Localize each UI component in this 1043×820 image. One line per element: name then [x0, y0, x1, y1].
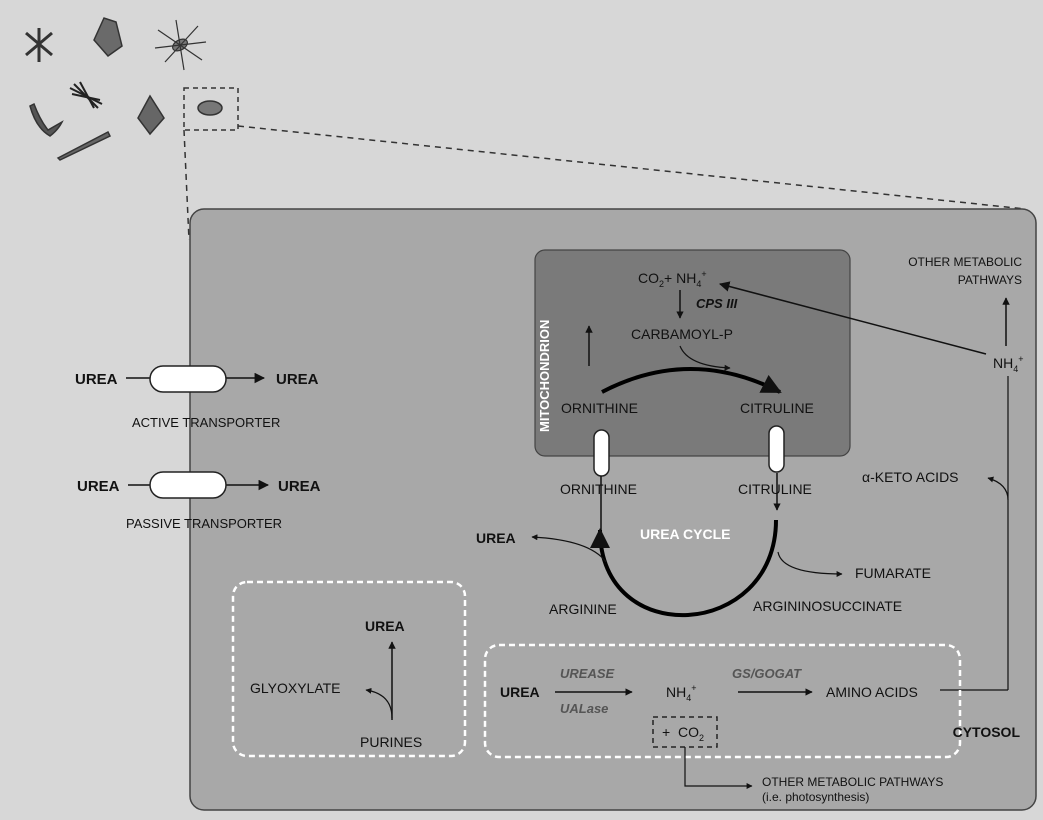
nh4-to-cps-arrow: [718, 281, 987, 355]
spiky-diatom-icon: [154, 19, 207, 71]
urease-nh4: NH4+: [666, 683, 697, 703]
passive-transporter: UREA UREA PASSIVE TRANSPORTER: [77, 471, 321, 531]
ualase-enzyme: UALase: [560, 701, 608, 716]
arginine-to-urea-arrow: [531, 534, 607, 563]
passive-transporter-label: PASSIVE TRANSPORTER: [126, 516, 282, 531]
cyto-ornithine: ORNITHINE: [560, 481, 637, 497]
cytosol-label: CYTOSOL: [953, 724, 1021, 740]
photosynthesis-pathways: OTHER METABOLIC PATHWAYS: [762, 775, 943, 789]
photosynthesis-note: (i.e. photosynthesis): [762, 790, 869, 804]
diamond-dinoflagellate-icon: [137, 94, 165, 136]
zoom-line-left: [183, 129, 190, 241]
active-transporter-channel: [149, 365, 227, 393]
urea-cycle-title: UREA CYCLE: [640, 526, 731, 542]
urea-cycle-arc: [590, 519, 778, 618]
carbamoyl-to-citruline-arrow: [679, 345, 731, 371]
mito-citruline: CITRULINE: [740, 400, 814, 416]
urease-pathway-box: [483, 643, 962, 759]
urease-enzyme: UREASE: [560, 666, 615, 681]
arginine: ARGININE: [549, 601, 617, 617]
glyoxylate: GLYOXYLATE: [250, 680, 341, 696]
purine-degradation-box: [231, 580, 467, 758]
amino-acids: AMINO ACIDS: [826, 684, 918, 700]
citruline-transporter: [768, 425, 785, 473]
passive-urea-in: UREA: [77, 478, 120, 495]
active-transporter: UREA UREA ACTIVE TRANSPORTER: [75, 365, 319, 430]
gs-gogat-enzyme: GS/GOGAT: [732, 666, 802, 681]
ornithine-to-citruline-arc: [601, 367, 782, 394]
mitochondrion-label: MITOCHONDRION: [537, 320, 552, 432]
active-urea-in: UREA: [75, 371, 118, 388]
mito-co2-nh4: CO2+ NH4+: [638, 269, 707, 289]
co2-to-other-pathways-arrow: [684, 747, 753, 789]
fumarate: FUMARATE: [855, 565, 931, 581]
carbamoyl-p: CARBAMOYL-P: [631, 326, 733, 342]
right-nh4: NH4+: [993, 354, 1024, 374]
fumarate-arrow: [777, 551, 843, 577]
other-pathways-line2: PATHWAYS: [958, 273, 1022, 287]
argininosuccinate: ARGININOSUCCINATE: [753, 598, 902, 614]
mito-ornithine: ORNITHINE: [561, 400, 638, 416]
cps-iii-enzyme: CPS III: [696, 296, 738, 311]
urease-urea: UREA: [500, 684, 540, 700]
active-urea-out: UREA: [276, 371, 319, 388]
pennate-diatom-icon: [56, 130, 112, 161]
cycle-urea-out: UREA: [476, 530, 516, 546]
passive-transporter-channel: [149, 471, 227, 499]
mitochondrion: [534, 249, 851, 457]
purine-urea: UREA: [365, 618, 405, 634]
centric-diatom-icon: [197, 100, 223, 116]
ornithine-transporter: [593, 429, 610, 477]
purines-to-glyoxylate-arrow: [365, 687, 393, 719]
needle-bundle-icon: [69, 81, 103, 109]
zoom-line-right: [237, 125, 1026, 210]
hook-dinoflagellate-icon: [29, 102, 64, 137]
phytoplankton-icons: [25, 17, 223, 161]
keto-acids-arrow: [987, 476, 1009, 501]
bottle-diatom-icon: [93, 17, 123, 58]
zoom-selection-box: [183, 87, 239, 131]
active-transporter-label: ACTIVE TRANSPORTER: [132, 415, 280, 430]
star-diatom-icon: [25, 28, 53, 62]
purines: PURINES: [360, 734, 422, 750]
cyto-citruline: CITRULINE: [738, 481, 812, 497]
passive-urea-out: UREA: [278, 478, 321, 495]
keto-acids: α-KETO ACIDS: [862, 469, 959, 485]
urease-co2: + CO2: [662, 724, 704, 743]
other-pathways-line1: OTHER METABOLIC: [908, 255, 1022, 269]
